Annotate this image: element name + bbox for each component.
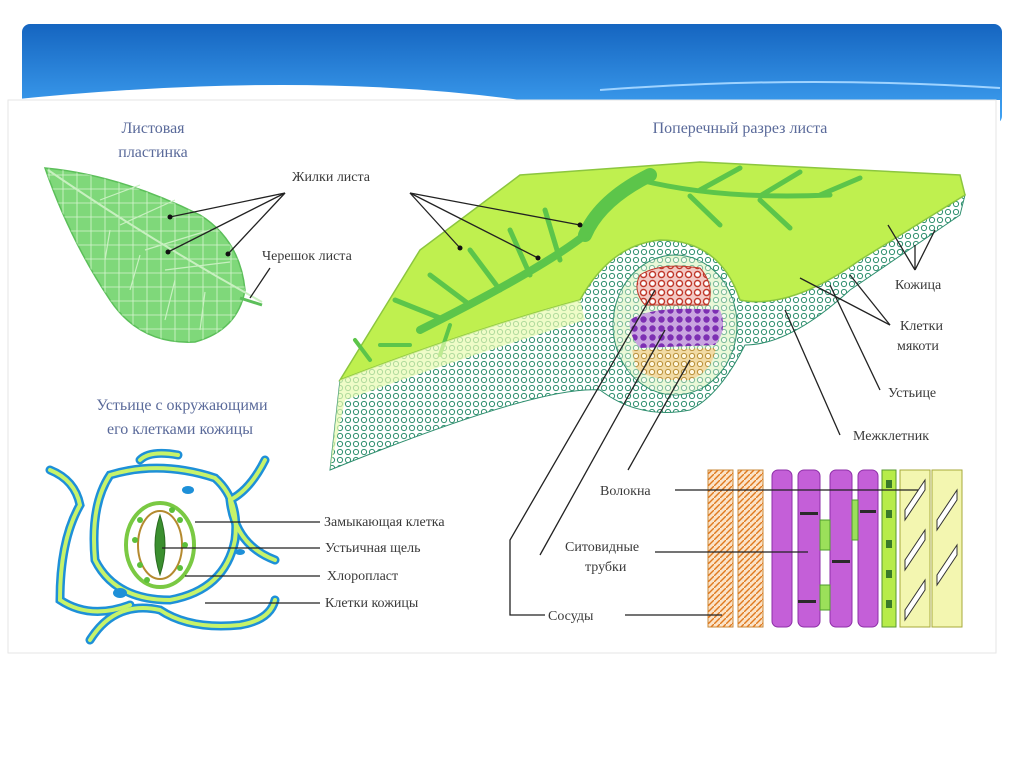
sieve-tubes-label-line1: Ситовидные	[565, 540, 639, 555]
epidermis-label: Кожица	[895, 278, 942, 293]
epidermis-cells-label: Клетки кожицы	[325, 596, 419, 611]
conductive-leaders	[625, 489, 918, 616]
right-label-leaders	[784, 224, 936, 436]
leaf-veins-leaders	[167, 192, 581, 259]
stoma-title-line1: Устьице с окружающими	[96, 397, 268, 414]
stomatal-slit-label: Устьичная щель	[325, 541, 421, 556]
leaf-veins-dots	[165, 214, 583, 261]
leaf-veins-label: Жилки листа	[292, 170, 371, 185]
petiole-leader	[249, 267, 271, 299]
chloroplast-label: Хлоропласт	[327, 569, 398, 584]
stoma-illustration	[45, 448, 280, 645]
intercellular-label: Межклетник	[853, 429, 929, 444]
cross-section-title: Поперечный разрез листа	[653, 120, 828, 137]
fibers-label: Волокна	[600, 484, 651, 499]
leaf-blade-illustration	[43, 167, 263, 343]
bundle-leaders	[509, 289, 691, 616]
stoma-label: Устьице	[888, 386, 936, 401]
sieve-tubes-label-line2: трубки	[585, 560, 627, 575]
mesophyll-label-line2: мякоти	[897, 339, 939, 354]
stoma-leaders	[162, 521, 320, 604]
mesophyll-label-line1: Клетки	[900, 319, 943, 334]
petiole-label: Черешок листа	[262, 249, 353, 264]
vessels-label: Сосуды	[548, 609, 594, 624]
conductive-tissues-illustration	[705, 469, 963, 628]
leaf-blade-title-line2: пластинка	[118, 144, 188, 161]
leaf-blade-title-line1: Листовая	[121, 120, 185, 137]
stoma-title-line2: его клетками кожицы	[107, 421, 253, 438]
leaf-cross-section	[329, 161, 966, 471]
guard-cell-label: Замыкающая клетка	[324, 515, 445, 530]
